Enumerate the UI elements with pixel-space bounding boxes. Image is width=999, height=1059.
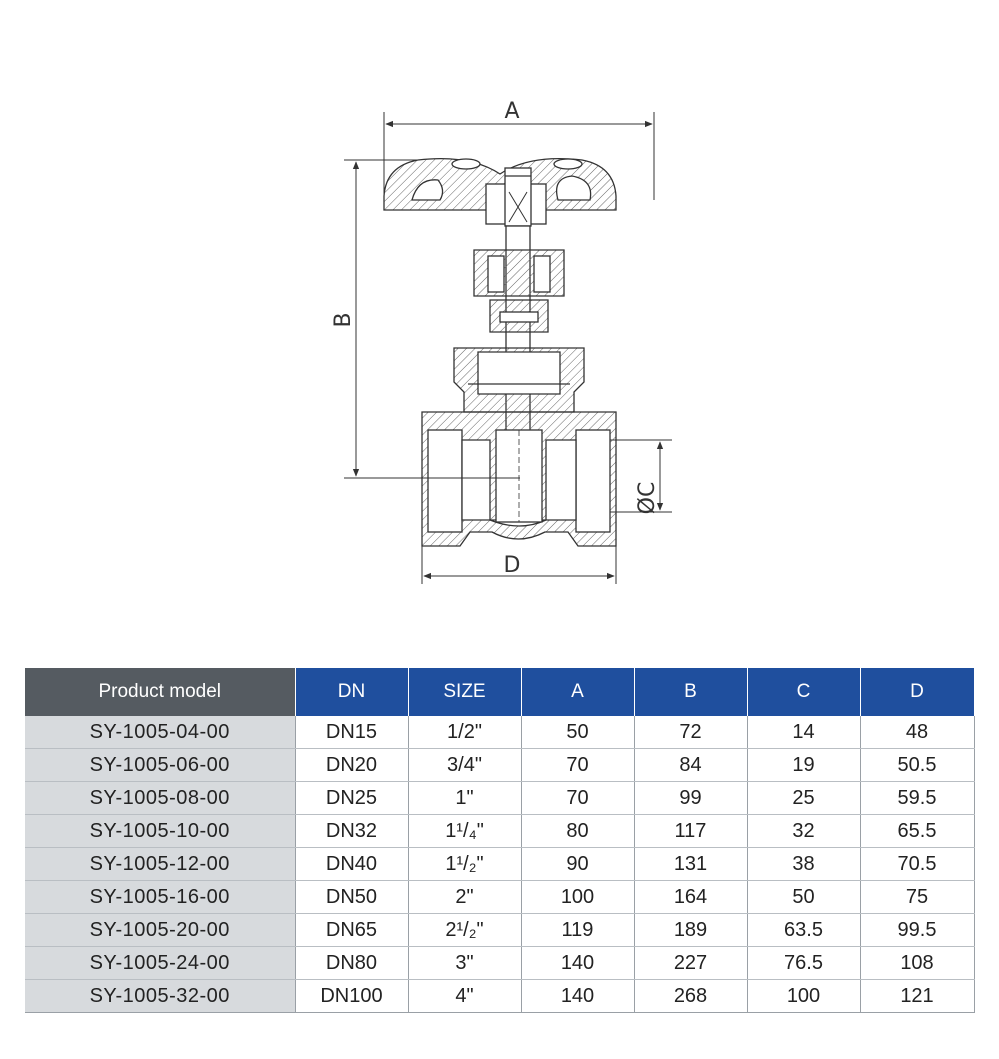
- cell-b: 99: [634, 781, 748, 815]
- cell-b: 84: [634, 748, 748, 782]
- cell-d: 70.5: [860, 847, 975, 881]
- cell-d: 65.5: [860, 814, 975, 848]
- header-a: A: [521, 668, 635, 716]
- cell-size: 2": [408, 880, 522, 914]
- cell-c: 25: [747, 781, 861, 815]
- cell-a: 50: [521, 716, 635, 749]
- cell-a: 80: [521, 814, 635, 848]
- cell-a: 70: [521, 781, 635, 815]
- specification-table: Product model DN SIZE A B C D SY-1005-04…: [25, 668, 975, 1013]
- cell-model: SY-1005-04-00: [25, 716, 296, 749]
- cell-d: 99.5: [860, 913, 975, 947]
- table-row: SY-1005-10-00 DN32 1¹/₄" 80 117 32 65.5: [25, 814, 975, 848]
- table-row: SY-1005-12-00 DN40 1¹/₂" 90 131 38 70.5: [25, 847, 975, 881]
- header-b: B: [634, 668, 748, 716]
- cell-a: 90: [521, 847, 635, 881]
- table-row: SY-1005-08-00 DN25 1" 70 99 25 59.5: [25, 781, 975, 815]
- bonnet: [453, 347, 585, 413]
- header-product-model: Product model: [25, 668, 296, 716]
- cell-size: 4": [408, 979, 522, 1013]
- cell-a: 70: [521, 748, 635, 782]
- cell-dn: DN80: [295, 946, 409, 980]
- dimension-d-label: D: [504, 553, 521, 578]
- header-dn: DN: [295, 668, 409, 716]
- header-c: C: [747, 668, 861, 716]
- cell-size: 1/2": [408, 716, 522, 749]
- cell-d: 108: [860, 946, 975, 980]
- cell-a: 140: [521, 979, 635, 1013]
- cell-model: SY-1005-08-00: [25, 781, 296, 815]
- cell-c: 14: [747, 716, 861, 749]
- table-row: SY-1005-04-00 DN15 1/2" 50 72 14 48: [25, 716, 975, 749]
- cell-b: 131: [634, 847, 748, 881]
- header-d: D: [860, 668, 975, 716]
- cell-model: SY-1005-06-00: [25, 748, 296, 782]
- cell-b: 72: [634, 716, 748, 749]
- cell-dn: DN50: [295, 880, 409, 914]
- cell-b: 117: [634, 814, 748, 848]
- dimension-a-label: A: [504, 99, 519, 124]
- cell-d: 121: [860, 979, 975, 1013]
- dimension-d: [421, 546, 617, 584]
- table-row: SY-1005-32-00 DN100 4" 140 268 100 121: [25, 979, 975, 1013]
- cell-c: 63.5: [747, 913, 861, 947]
- dimension-b: [344, 159, 520, 479]
- cell-a: 100: [521, 880, 635, 914]
- cell-size: 1¹/₄": [408, 814, 522, 848]
- cell-c: 76.5: [747, 946, 861, 980]
- table-row: SY-1005-06-00 DN20 3/4" 70 84 19 50.5: [25, 748, 975, 782]
- dimension-c: [610, 439, 672, 513]
- cell-model: SY-1005-32-00: [25, 979, 296, 1013]
- cell-dn: DN20: [295, 748, 409, 782]
- cell-dn: DN65: [295, 913, 409, 947]
- gland-nut: [473, 249, 565, 333]
- cell-size: 2¹/₂": [408, 913, 522, 947]
- cell-b: 164: [634, 880, 748, 914]
- dimension-b-label: B: [331, 312, 356, 327]
- cell-a: 119: [521, 913, 635, 947]
- cell-dn: DN100: [295, 979, 409, 1013]
- cell-model: SY-1005-10-00: [25, 814, 296, 848]
- cell-c: 19: [747, 748, 861, 782]
- cell-b: 189: [634, 913, 748, 947]
- handwheel: [383, 157, 617, 227]
- gate-valve-drawing: A B ØC D: [331, 99, 672, 584]
- cell-d: 50.5: [860, 748, 975, 782]
- cell-c: 50: [747, 880, 861, 914]
- cell-size: 1¹/₂": [408, 847, 522, 881]
- cell-b: 268: [634, 979, 748, 1013]
- cell-size: 1": [408, 781, 522, 815]
- cell-model: SY-1005-24-00: [25, 946, 296, 980]
- cell-d: 48: [860, 716, 975, 749]
- cell-d: 59.5: [860, 781, 975, 815]
- valve-body: [421, 411, 617, 547]
- cell-dn: DN15: [295, 716, 409, 749]
- table-row: SY-1005-16-00 DN50 2" 100 164 50 75: [25, 880, 975, 914]
- cell-size: 3": [408, 946, 522, 980]
- cell-a: 140: [521, 946, 635, 980]
- table-header-row: Product model DN SIZE A B C D: [25, 668, 975, 716]
- dimension-a: [383, 112, 655, 210]
- cell-c: 100: [747, 979, 861, 1013]
- cell-dn: DN40: [295, 847, 409, 881]
- cell-model: SY-1005-20-00: [25, 913, 296, 947]
- dimension-c-label: ØC: [635, 482, 660, 515]
- cell-model: SY-1005-16-00: [25, 880, 296, 914]
- cell-c: 38: [747, 847, 861, 881]
- table-row: SY-1005-24-00 DN80 3" 140 227 76.5 108: [25, 946, 975, 980]
- cell-c: 32: [747, 814, 861, 848]
- cell-d: 75: [860, 880, 975, 914]
- cell-model: SY-1005-12-00: [25, 847, 296, 881]
- table-row: SY-1005-20-00 DN65 2¹/₂" 119 189 63.5 99…: [25, 913, 975, 947]
- header-size: SIZE: [408, 668, 522, 716]
- cell-dn: DN32: [295, 814, 409, 848]
- cell-dn: DN25: [295, 781, 409, 815]
- cell-size: 3/4": [408, 748, 522, 782]
- cell-b: 227: [634, 946, 748, 980]
